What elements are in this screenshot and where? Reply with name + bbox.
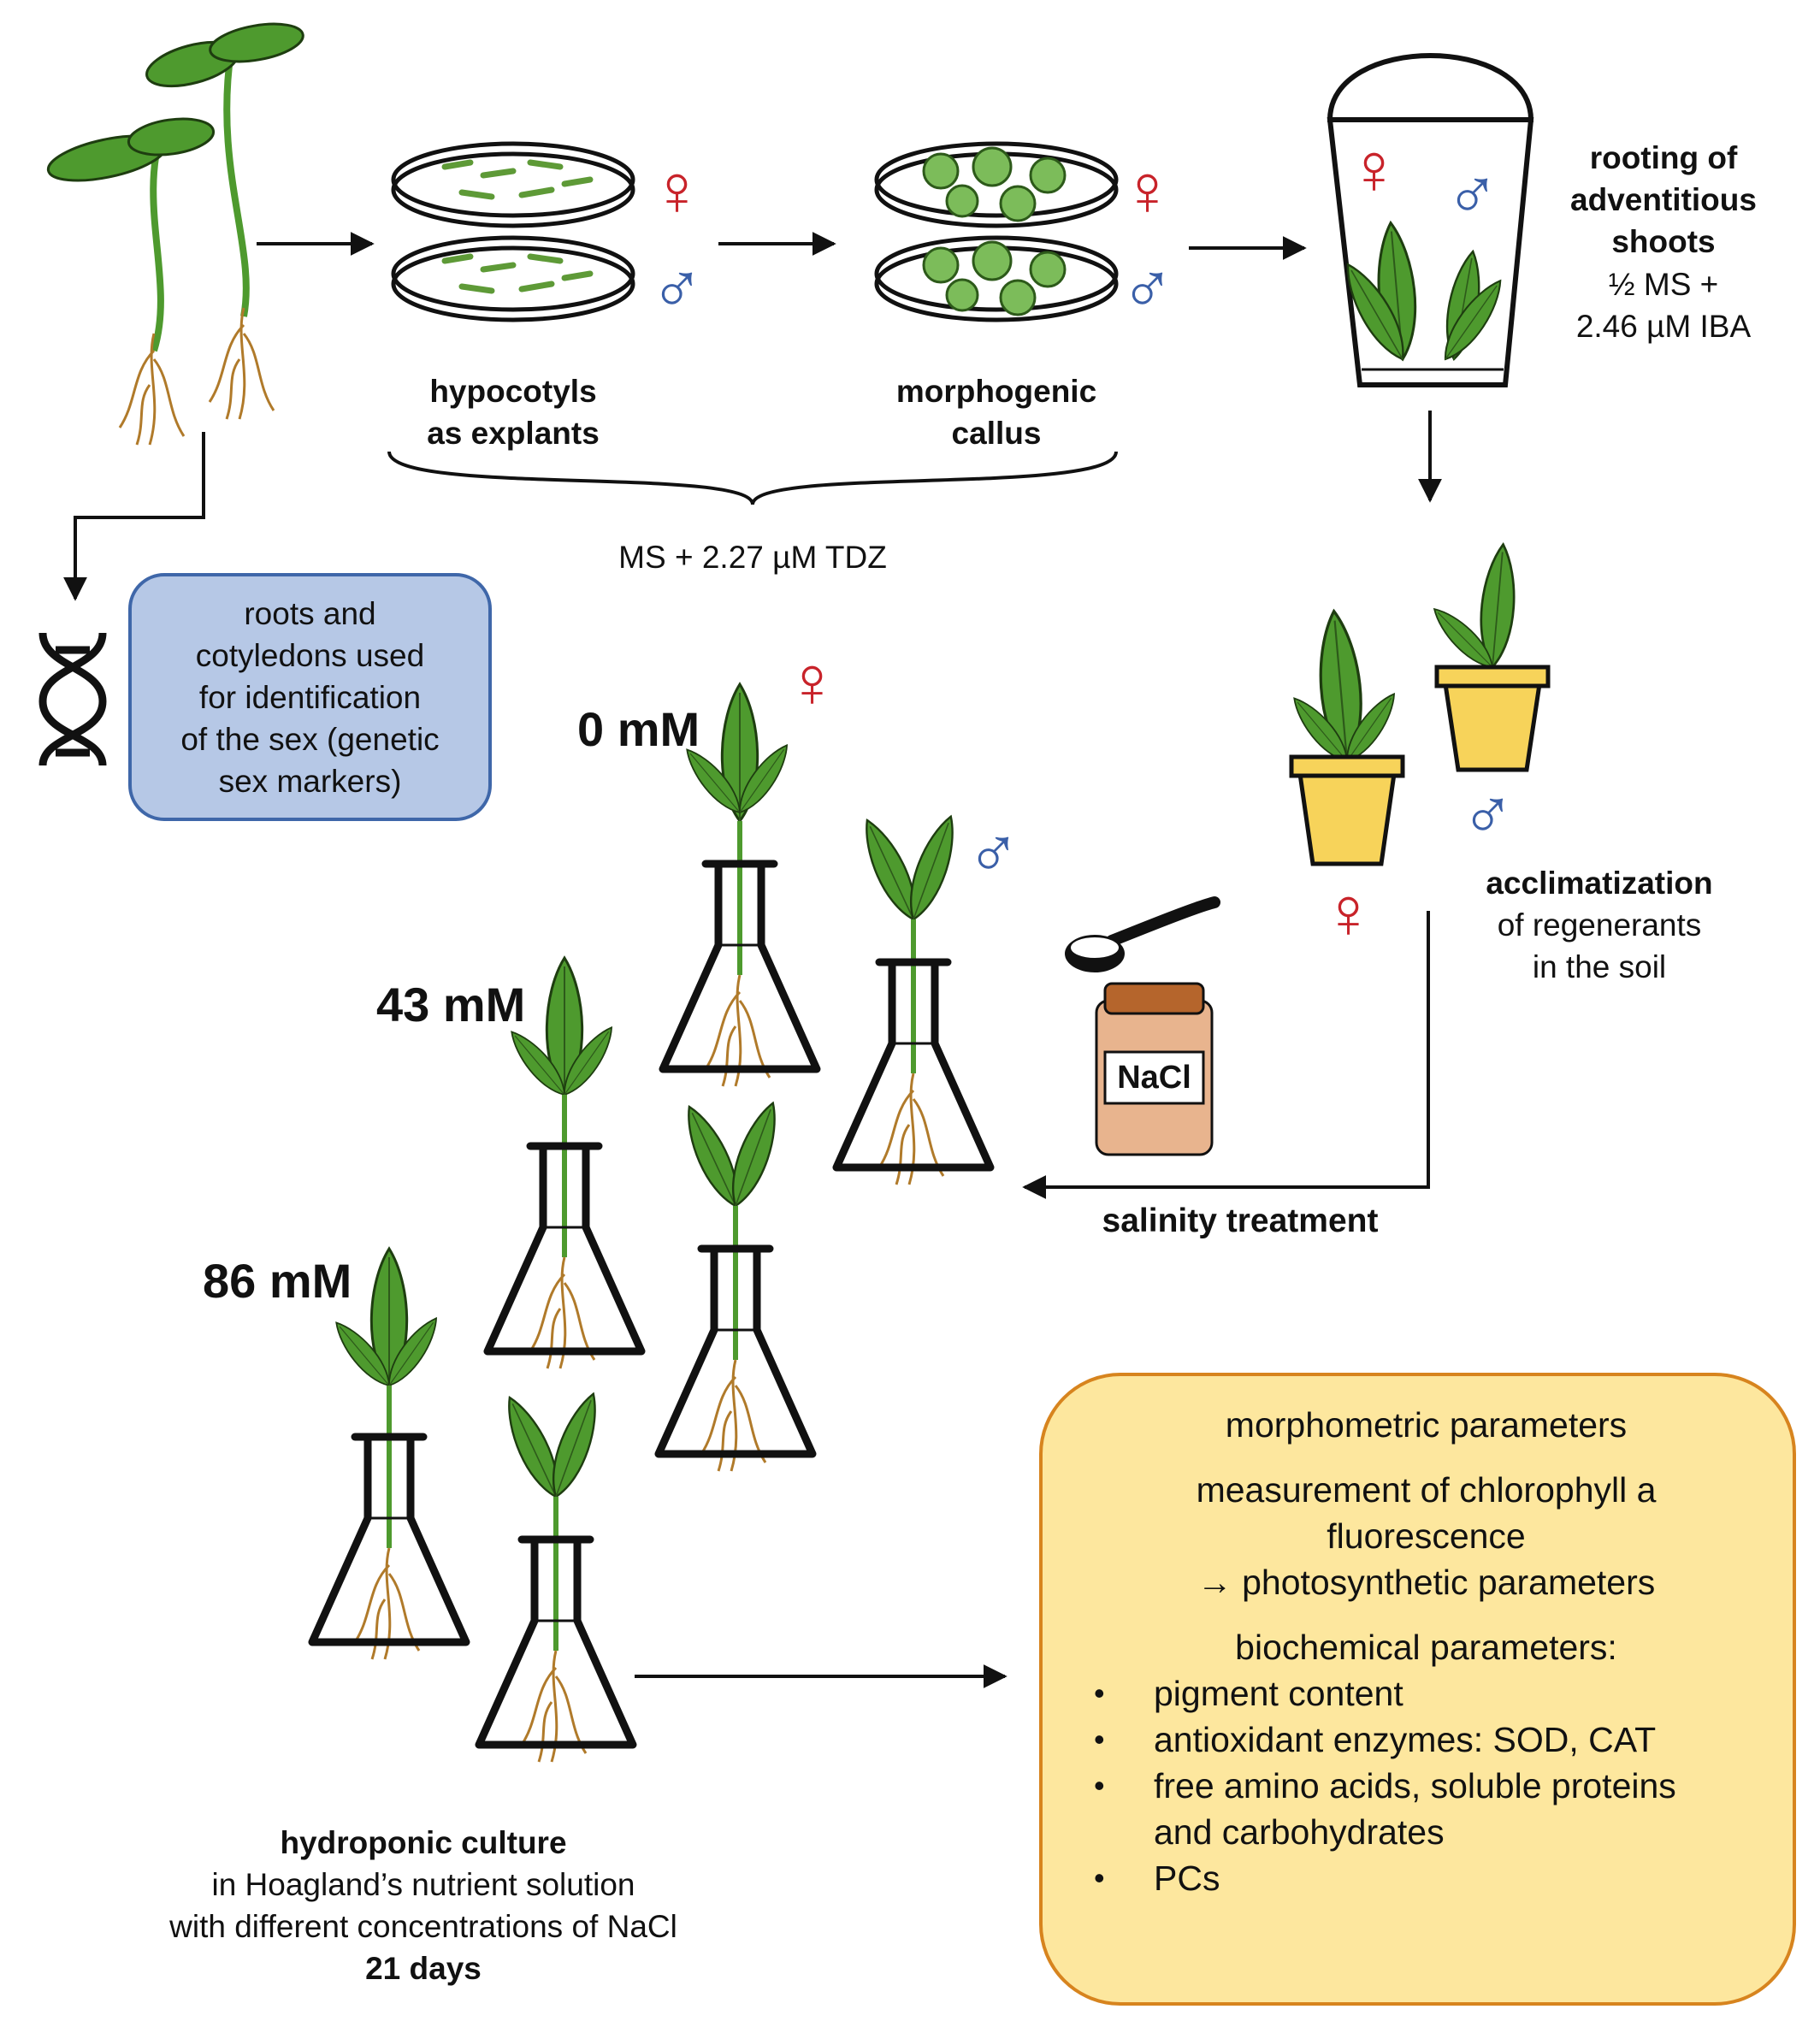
male-symbol: ♂ <box>966 813 1020 893</box>
parameters-box: morphometric parameters measurement of c… <box>1039 1373 1796 2006</box>
list-item: pigment content <box>1094 1670 1758 1717</box>
dna-icon <box>38 632 107 766</box>
list-item: PCs <box>1094 1855 1758 1901</box>
medium-tdz-label: MS + 2.27 µM TDZ <box>618 540 887 575</box>
culture-vessel <box>1327 53 1534 387</box>
acclimatization-title: acclimatization <box>1486 866 1713 901</box>
concentration-0: 0 mM <box>577 702 700 756</box>
rooting-title: rooting of adventitious shoots <box>1570 140 1757 259</box>
hypocotyl-segments <box>441 159 594 294</box>
hydroponic-title: hydroponic culture <box>280 1825 567 1860</box>
female-symbol: ♀ <box>650 150 704 230</box>
sex-identification-text: roots and cotyledons used for identifica… <box>180 595 440 799</box>
male-symbol: ♂ <box>650 248 704 328</box>
hydroponic-text: in Hoagland’s nutrient solution with dif… <box>169 1867 677 1944</box>
potted-plants <box>1285 541 1551 866</box>
hydroponic-flasks <box>312 683 990 1764</box>
seedlings <box>46 22 304 446</box>
biochemical-title: biochemical parameters: <box>1235 1628 1617 1667</box>
flow-arrows <box>63 232 1442 1688</box>
list-item: antioxidant enzymes: SOD, CAT <box>1094 1717 1758 1763</box>
hydroponic-days: 21 days <box>365 1951 482 1986</box>
nacl-label: NaCl <box>1117 1060 1191 1096</box>
female-symbol: ♀ <box>1347 128 1401 209</box>
salinity-label: salinity treatment <box>1102 1203 1379 1239</box>
fluorescence-text: measurement of chlorophyll a fluorescenc… <box>1196 1470 1657 1602</box>
male-symbol: ♂ <box>1120 248 1174 328</box>
female-symbol: ♀ <box>785 641 839 722</box>
hypocotyls-label: hypocotyls as explants <box>427 374 600 451</box>
callus-label: morphogenic callus <box>895 374 1097 451</box>
sex-identification-box: roots and cotyledons used for identifica… <box>128 573 492 821</box>
salt-spoon-and-jar <box>1065 896 1220 1156</box>
rooting-medium: ½ MS + 2.46 µM IBA <box>1575 267 1752 344</box>
list-item: free amino acids, soluble proteins and c… <box>1094 1763 1758 1855</box>
concentration-86: 86 mM <box>203 1254 352 1308</box>
female-symbol: ♀ <box>1120 150 1174 230</box>
male-symbol: ♂ <box>1461 774 1515 854</box>
morphometric-text: morphometric parameters <box>1225 1405 1628 1445</box>
female-symbol: ♀ <box>1321 872 1375 953</box>
male-symbol: ♂ <box>1445 154 1499 234</box>
acclimatization-text: of regenerants in the soil <box>1497 907 1702 984</box>
concentration-43: 43 mM <box>376 978 526 1031</box>
callus-clumps <box>922 146 1067 316</box>
biochemical-list: pigment content antioxidant enzymes: SOD… <box>1094 1670 1758 1901</box>
